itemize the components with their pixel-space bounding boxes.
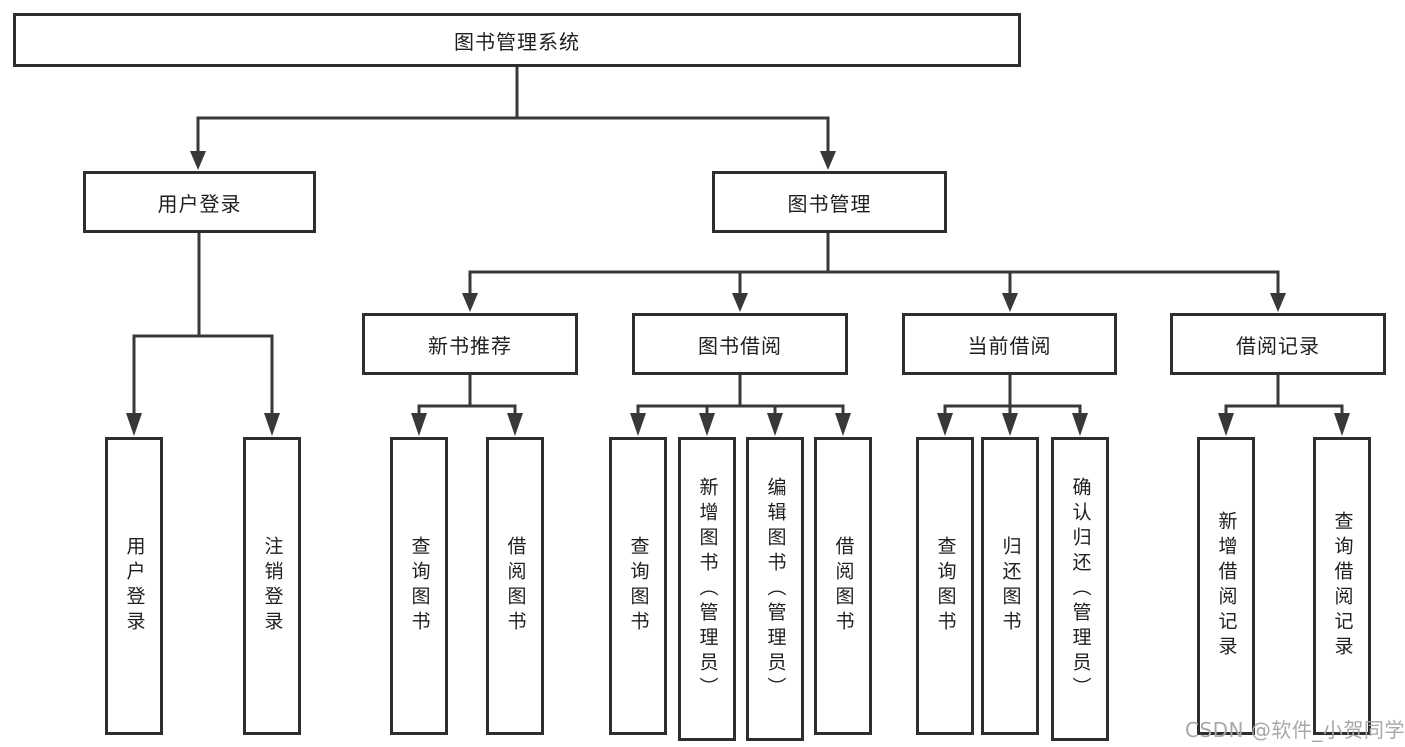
watermark: CSDN @软件_小贺同学 [1185, 718, 1405, 742]
leaf-borrow-borrow-label: 借阅图书 [832, 536, 855, 636]
connector-book-borrow-to-children [630, 375, 851, 436]
connector-current-borrow-to-children [937, 375, 1088, 436]
node-current-borrow: 当前借阅 [902, 313, 1117, 375]
leaf-new-books-borrow-label: 借阅图书 [504, 536, 527, 636]
node-current-borrow-label: 当前借阅 [967, 333, 1052, 358]
node-borrow-records: 借阅记录 [1170, 313, 1386, 375]
node-root: 图书管理系统 [13, 13, 1021, 67]
leaf-records-add: 新增借阅记录 [1197, 437, 1255, 735]
node-book-mgmt: 图书管理 [712, 171, 947, 233]
node-new-books-label: 新书推荐 [428, 333, 512, 358]
arrowhead-icon [1334, 413, 1350, 436]
leaf-current-return-label: 归还图书 [999, 536, 1022, 636]
leaf-borrow-borrow: 借阅图书 [814, 437, 872, 735]
node-user-login-label: 用户登录 [157, 191, 242, 216]
arrowhead-icon [1218, 413, 1234, 436]
node-root-label: 图书管理系统 [454, 29, 580, 54]
leaf-new-books-query: 查询图书 [390, 437, 448, 735]
arrowhead-icon [937, 413, 953, 436]
leaf-current-confirm-admin-label: 确认归还（管理员） [1069, 476, 1092, 702]
leaf-records-query: 查询借阅记录 [1313, 437, 1371, 735]
leaf-current-query: 查询图书 [916, 437, 974, 735]
arrowhead-icon [835, 413, 851, 436]
connector-root-to-level2 [190, 67, 836, 170]
leaf-borrow-add-admin: 新增图书（管理员） [678, 437, 736, 741]
leaf-records-query-label: 查询借阅记录 [1331, 511, 1354, 661]
leaf-user-login: 用户登录 [105, 437, 163, 735]
leaf-current-query-label: 查询图书 [934, 536, 957, 636]
arrowhead-icon [1270, 293, 1286, 312]
leaf-logout-label: 注销登录 [261, 536, 284, 636]
arrowhead-icon [767, 413, 783, 436]
node-new-books: 新书推荐 [362, 313, 578, 375]
connector-book-mgmt-to-level3 [462, 233, 1286, 312]
arrowhead-icon [411, 413, 427, 436]
node-user-login: 用户登录 [83, 171, 316, 233]
leaf-logout: 注销登录 [243, 437, 301, 735]
connector-borrow-records-to-children [1218, 375, 1350, 436]
arrowhead-icon [1002, 413, 1018, 436]
leaf-current-return: 归还图书 [981, 437, 1039, 735]
node-book-borrow-label: 图书借阅 [698, 333, 782, 358]
leaf-new-books-query-label: 查询图书 [408, 536, 431, 636]
arrowhead-icon [190, 151, 206, 170]
leaf-borrow-add-admin-label: 新增图书（管理员） [696, 476, 719, 702]
leaf-new-books-borrow: 借阅图书 [486, 437, 544, 735]
arrowhead-icon [126, 413, 142, 436]
node-book-mgmt-label: 图书管理 [787, 191, 872, 216]
arrowhead-icon [462, 293, 478, 312]
node-borrow-records-label: 借阅记录 [1236, 333, 1320, 358]
connector-user-login-to-children [126, 233, 280, 436]
arrowhead-icon [507, 413, 523, 436]
arrowhead-icon [264, 413, 280, 436]
leaf-borrow-query: 查询图书 [609, 437, 667, 735]
arrowhead-icon [1072, 413, 1088, 436]
node-book-borrow: 图书借阅 [632, 313, 848, 375]
leaf-user-login-label: 用户登录 [123, 536, 146, 636]
arrowhead-icon [630, 413, 646, 436]
leaf-current-confirm-admin: 确认归还（管理员） [1051, 437, 1109, 741]
leaf-borrow-query-label: 查询图书 [627, 536, 650, 636]
arrowhead-icon [820, 151, 836, 170]
connector-new-books-to-children [411, 375, 523, 436]
arrowhead-icon [699, 413, 715, 436]
leaf-records-add-label: 新增借阅记录 [1215, 511, 1238, 661]
leaf-borrow-edit-admin: 编辑图书（管理员） [746, 437, 804, 741]
leaf-borrow-edit-admin-label: 编辑图书（管理员） [764, 476, 787, 702]
arrowhead-icon [732, 293, 748, 312]
arrowhead-icon [1002, 293, 1018, 312]
